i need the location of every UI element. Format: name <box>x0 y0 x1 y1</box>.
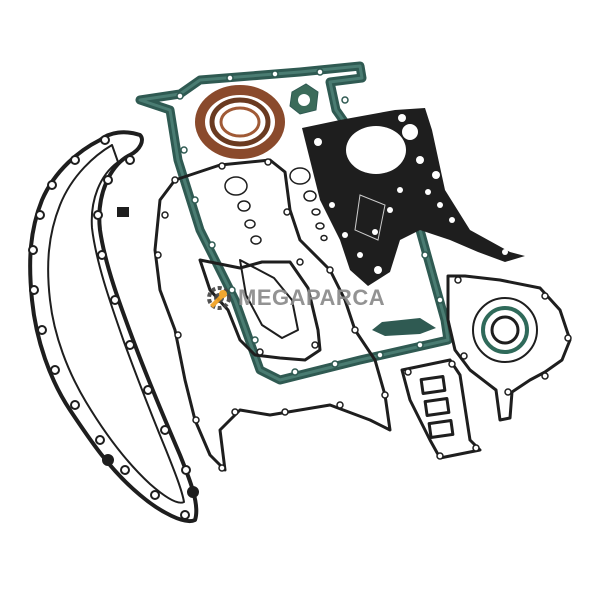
sump-inner-gasket <box>153 158 392 472</box>
small-flange-gasket <box>289 83 319 115</box>
gear-key-logo-icon <box>207 286 231 310</box>
timing-cover-gasket <box>302 108 525 286</box>
chain-cover-gasket <box>28 130 199 524</box>
rear-cover-gasket <box>446 274 572 422</box>
crankshaft-seal <box>195 85 285 159</box>
oil-pan-gasket <box>135 61 453 385</box>
filter-housing-gasket <box>400 358 482 460</box>
watermark-text: MEGAPARCA <box>238 285 386 310</box>
small-strip-gasket <box>372 318 436 336</box>
chain-gasket-bolt-holes <box>28 135 199 520</box>
sump-inner-bolt-holes <box>154 158 389 472</box>
o-rings <box>224 167 328 245</box>
watermark: MEGAPARCA <box>204 282 385 314</box>
